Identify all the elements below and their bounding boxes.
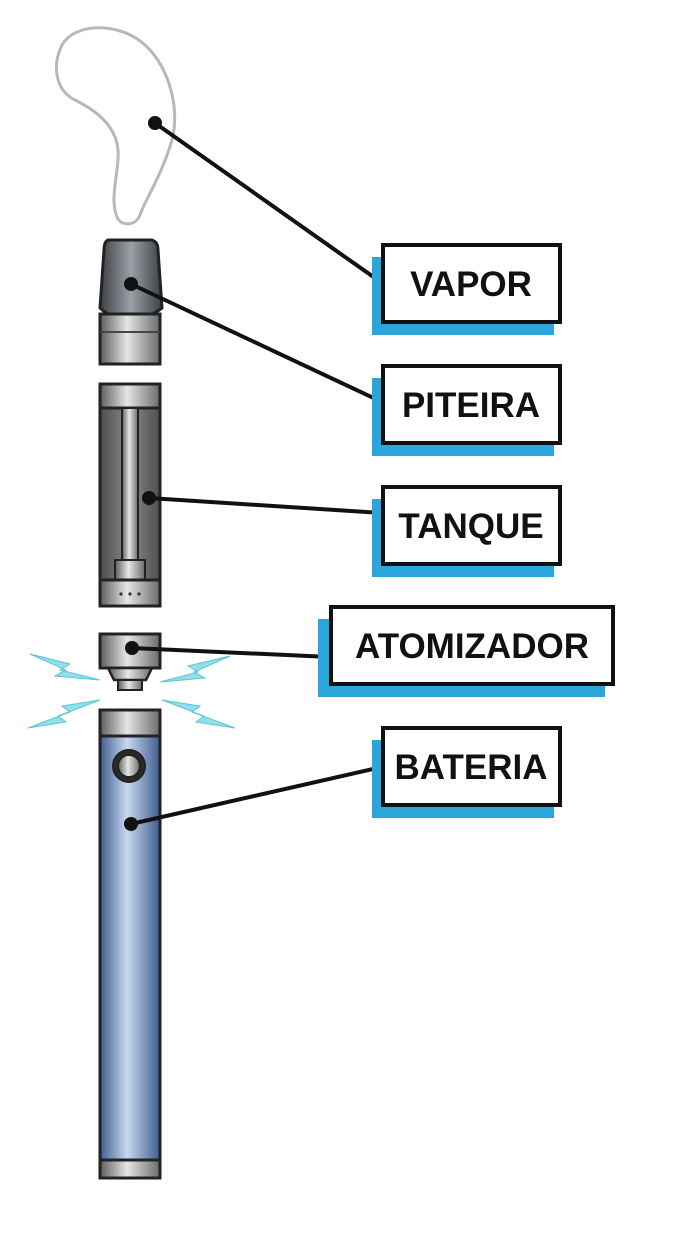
vapor-wisp	[54, 26, 177, 226]
label-mouthpiece: PITEIRA	[372, 364, 562, 456]
battery	[98, 708, 162, 1180]
label-tank-text: TANQUE	[398, 507, 543, 546]
mouthpiece	[98, 238, 164, 366]
label-atomizer: ATOMIZADOR	[318, 605, 615, 697]
label-battery-text: BATERIA	[395, 748, 548, 787]
label-mouthpiece-text: PITEIRA	[402, 386, 540, 425]
leader-lines	[130, 121, 384, 826]
label-atomizer-text: ATOMIZADOR	[355, 627, 589, 666]
label-vapor: VAPOR	[372, 243, 562, 335]
label-tank: TANQUE	[372, 485, 562, 577]
label-battery: BATERIA	[372, 726, 562, 818]
spark-icon	[27, 653, 236, 729]
leader-dots	[124, 116, 162, 831]
label-vapor-text: VAPOR	[410, 265, 532, 304]
